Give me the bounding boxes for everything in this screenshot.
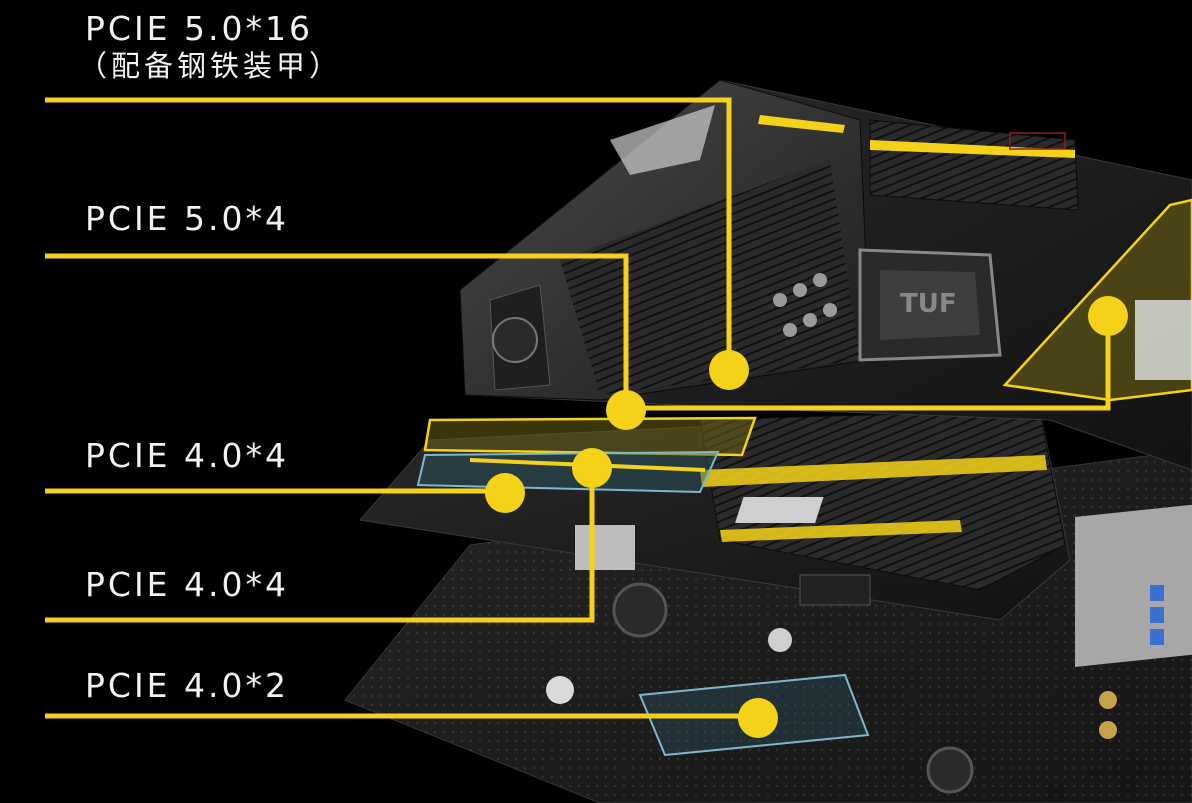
label-pcie50x16: PCIE 5.0*16 <box>85 9 313 48</box>
callout-dot-pcie40x4-b <box>572 448 612 488</box>
callout-dots <box>485 296 1128 738</box>
callout-dot-pcie40x2 <box>738 698 778 738</box>
callout-dot-pcie50x16 <box>709 350 749 390</box>
motherboard-pcb-top: TUF <box>459 79 1192 471</box>
callout-dot-pcie50x4-cpu <box>1088 296 1128 336</box>
label-pcie50x4: PCIE 5.0*4 <box>85 199 289 238</box>
callout-line-pcie40x4-b <box>45 468 595 623</box>
motherboard-pcb-middle <box>359 409 1071 621</box>
label-pcie40x2: PCIE 4.0*2 <box>85 666 289 705</box>
svg-text:TUF: TUF <box>900 289 957 319</box>
label-pcie40x4-b: PCIE 4.0*4 <box>85 565 289 604</box>
callout-dot-pcie50x4-slot <box>606 390 646 430</box>
callout-line-pcie50x16 <box>45 97 732 368</box>
label-pcie40x4-a: PCIE 4.0*4 <box>85 436 289 475</box>
label-pcie50x16-note: （配备钢铁装甲） <box>78 49 343 83</box>
callout-dot-pcie40x4-a <box>485 473 525 513</box>
